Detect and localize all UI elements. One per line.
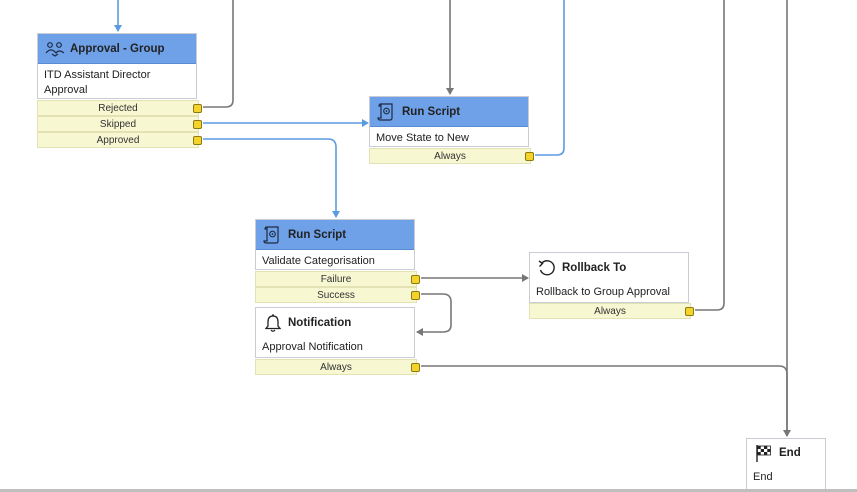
- port-rejected-handle[interactable]: [193, 104, 202, 113]
- rollback-icon: [536, 257, 558, 279]
- port-success-label: Success: [317, 290, 355, 301]
- port-approved-label: Approved: [96, 135, 140, 146]
- approval-group-description: ITD Assistant Director Approval: [44, 69, 151, 96]
- end-description: End: [753, 471, 773, 483]
- notification-activity[interactable]: Notification Approval Notification: [255, 307, 415, 358]
- port-approved-handle[interactable]: [193, 136, 202, 145]
- run-script-validate-title: Run Script: [288, 228, 347, 241]
- notification-title: Notification: [288, 317, 352, 329]
- group-approval-icon: [44, 38, 66, 60]
- rollback-to-title: Rollback To: [562, 262, 627, 274]
- notification-description: Approval Notification: [262, 341, 363, 353]
- approval-group-title: Approval - Group: [70, 42, 165, 55]
- run-script-move-title: Run Script: [402, 105, 461, 118]
- port-failure-handle[interactable]: [411, 275, 420, 284]
- connector-move-always: [535, 0, 565, 156]
- connector-notification-always: [421, 365, 791, 437]
- approval-group-header: Approval - Group: [38, 34, 196, 64]
- script-icon: [376, 101, 398, 123]
- script-icon: [262, 224, 284, 246]
- run-script-move-description: Move State to New: [376, 132, 469, 144]
- end-header: End: [747, 439, 825, 467]
- port-notification-always[interactable]: Always: [255, 359, 420, 375]
- port-approved[interactable]: Approved: [37, 132, 202, 148]
- checkered-flag-icon: [753, 442, 775, 464]
- run-script-validate-activity[interactable]: Run Script Validate Categorisation: [255, 219, 415, 270]
- port-move-always[interactable]: Always: [369, 148, 534, 164]
- canvas-bottom-border: [0, 489, 857, 492]
- run-script-validate-header: Run Script: [256, 220, 414, 250]
- port-move-always-handle[interactable]: [525, 152, 534, 161]
- rollback-to-header: Rollback To: [530, 253, 688, 283]
- port-notification-always-handle[interactable]: [411, 363, 420, 372]
- port-skipped-label: Skipped: [99, 119, 137, 130]
- notification-header: Notification: [256, 308, 414, 338]
- port-failure-label: Failure: [320, 274, 352, 285]
- connector-success: [416, 293, 452, 336]
- port-notification-always-label: Always: [320, 362, 352, 373]
- port-rollback-always-label: Always: [594, 306, 626, 317]
- end-title: End: [779, 447, 801, 459]
- run-script-move-state-activity[interactable]: Run Script Move State to New: [369, 96, 529, 147]
- port-failure[interactable]: Failure: [255, 271, 420, 287]
- port-rollback-always[interactable]: Always: [529, 303, 694, 319]
- run-script-move-header: Run Script: [370, 97, 528, 127]
- port-success-handle[interactable]: [411, 291, 420, 300]
- port-move-always-label: Always: [434, 151, 466, 162]
- port-rejected-label: Rejected: [98, 103, 138, 114]
- bell-icon: [262, 312, 284, 334]
- connector-approved: [203, 138, 340, 218]
- port-skipped-handle[interactable]: [193, 120, 202, 129]
- approval-group-activity[interactable]: Approval - Group ITD Assistant Director …: [37, 33, 197, 99]
- run-script-validate-description: Validate Categorisation: [262, 255, 375, 267]
- port-success[interactable]: Success: [255, 287, 420, 303]
- connector-rejected: [203, 0, 234, 108]
- port-skipped[interactable]: Skipped: [37, 116, 202, 132]
- rollback-to-description: Rollback to Group Approval: [536, 286, 670, 298]
- port-rollback-always-handle[interactable]: [685, 307, 694, 316]
- rollback-to-activity[interactable]: Rollback To Rollback to Group Approval: [529, 252, 689, 303]
- end-activity[interactable]: End End: [746, 438, 826, 490]
- connector-rollback-always: [695, 0, 725, 311]
- port-rejected[interactable]: Rejected: [37, 100, 202, 116]
